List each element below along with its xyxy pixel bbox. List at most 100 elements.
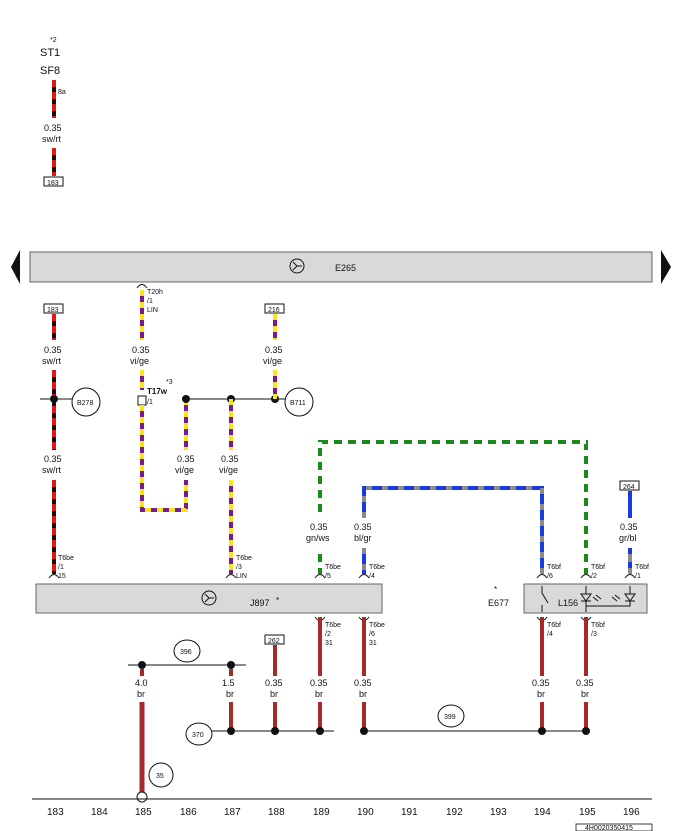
pin-label: T6be (369, 622, 385, 629)
wire-color-label: sw/rt (42, 356, 61, 366)
track-number: 186 (180, 807, 197, 818)
wire-size-label: 0.35 (44, 454, 62, 464)
wire-187-group: 0.35 vi/ge T6be /3 LIN (219, 399, 252, 580)
b278-connector (71, 387, 101, 417)
wire-color-label: sw/rt (42, 465, 61, 475)
junction-dot (271, 727, 279, 735)
pin-label: /2 (325, 631, 331, 638)
splice-399-label: 399 (444, 714, 456, 721)
wire-blgr-group: 0.35 bl/gr T6be /4 (354, 486, 544, 580)
wire-gnws-group: 0.35 gn/ws T6be /5 (306, 440, 588, 580)
wire-size-label: 0.35 (310, 678, 328, 688)
junction-dot (227, 727, 235, 735)
j897-marker: * (276, 596, 279, 605)
wire-size-label: 0.35 (532, 678, 550, 688)
ground-symbol-icon (201, 590, 217, 606)
left-arrow-icon[interactable] (11, 250, 20, 284)
pin-label: 15 (58, 573, 66, 580)
junction-dot (227, 661, 235, 669)
splice-370 (185, 722, 213, 746)
junction-dot (582, 727, 590, 735)
wire-size-label: 0.35 (265, 345, 283, 355)
connector-box-icon (137, 395, 147, 406)
splice-370-label: 370 (192, 732, 204, 739)
junction-dot (182, 395, 190, 403)
track-number: 193 (490, 807, 507, 818)
ref-box-label: 183 (47, 180, 59, 187)
top-marker: *2 (50, 37, 57, 44)
ref-box-183-label: 183 (47, 307, 59, 314)
right-arrow-icon[interactable] (661, 250, 671, 284)
wire-color-label: gn/ws (306, 533, 330, 543)
top-fuse-branch: *2 ST1 SF8 8a 0.35 sw/rt 183 (40, 37, 66, 187)
j897-module: J897 * (35, 583, 383, 614)
connector-pin-icon (48, 574, 60, 579)
wire-size-label: 1.5 (222, 678, 235, 688)
junction-dot (538, 727, 546, 735)
pin-label: T6bf (547, 622, 561, 629)
ref-box-183 (43, 303, 64, 314)
wire-size-label: 0.35 (44, 345, 62, 355)
b711-connector (284, 387, 314, 417)
pin-label: /4 (369, 573, 375, 580)
ref-box-262 (264, 634, 285, 645)
wire-size-label: 0.35 (132, 345, 150, 355)
b278-label: B278 (77, 400, 93, 407)
track-number: 195 (579, 807, 596, 818)
e677-label: E677 (488, 598, 509, 608)
track-number: 188 (268, 807, 285, 818)
wire-color-label: vi/ge (130, 356, 149, 366)
t17w-marker: *3 (166, 379, 173, 386)
fuse-pin-label: 8a (58, 89, 66, 96)
wire-color-label: sw/rt (42, 134, 61, 144)
e265-bar: E265 (11, 250, 671, 284)
wire-color-label: br (581, 689, 589, 699)
pin-label: LIN (236, 573, 247, 580)
pin-label: T6be (369, 564, 385, 571)
junction-dot (360, 727, 368, 735)
ref-box-216-label: 216 (268, 307, 280, 314)
ground-wires: 396 4.0 br 35 1.5 br 262 0.35 br 0.35 br… (128, 617, 594, 803)
wire-183-group: 183 0.35 sw/rt B278 0.35 sw/rt T6be /1 1… (40, 303, 101, 580)
wire-size-label: 0.35 (265, 678, 283, 688)
track-axis: 183 184 185 186 187 188 189 190 191 192 … (32, 798, 653, 831)
wire-vige-t20h-group: T20h /1 LIN 0.35 vi/ge *3 T17w /1 0.35 v… (130, 284, 195, 512)
pin-label: T20h (147, 289, 163, 296)
pin-label: T6be (325, 622, 341, 629)
connector-pin-icon (358, 574, 370, 579)
connector-pin-icon (536, 574, 548, 579)
wire-color-label: br (315, 689, 323, 699)
connector-pin-icon (624, 574, 636, 579)
fuse-label: SF8 (40, 65, 60, 77)
pin-label: T6bf (591, 622, 605, 629)
pin-label: /1 (147, 298, 153, 305)
pin-label: /1 (147, 399, 153, 406)
connector-pin-icon (314, 574, 326, 579)
t17w-label: T17w (147, 387, 168, 396)
wire-color-label: br (270, 689, 278, 699)
wire-size-label: 0.35 (44, 123, 62, 133)
junction-dot (316, 727, 324, 735)
splice-396 (173, 639, 201, 663)
connector-pin-icon (225, 574, 237, 579)
fuse-holder-label: ST1 (40, 47, 60, 59)
ref-box (43, 176, 64, 187)
junction-dot (50, 395, 58, 403)
switch-icon (541, 586, 549, 612)
pin-label: /4 (547, 631, 553, 638)
wire-color-label: vi/ge (219, 465, 238, 475)
pin-label: T6be (58, 555, 74, 562)
pin-label: /3 (236, 564, 242, 571)
pin-label: T6bf (547, 564, 561, 571)
wire-216-group: 216 0.35 vi/ge (263, 303, 285, 399)
wire-color-label: vi/ge (263, 356, 282, 366)
e677-marker: * (494, 585, 497, 594)
l156-lower-pins: T6bf /4 T6bf /3 (536, 616, 605, 638)
wire-color-label: br (137, 689, 145, 699)
e265-label: E265 (335, 263, 356, 273)
pin-label: /5 (325, 573, 331, 580)
track-number: 192 (446, 807, 463, 818)
pin-label: T6be (325, 564, 341, 571)
wire-size-label: 0.35 (310, 522, 328, 532)
